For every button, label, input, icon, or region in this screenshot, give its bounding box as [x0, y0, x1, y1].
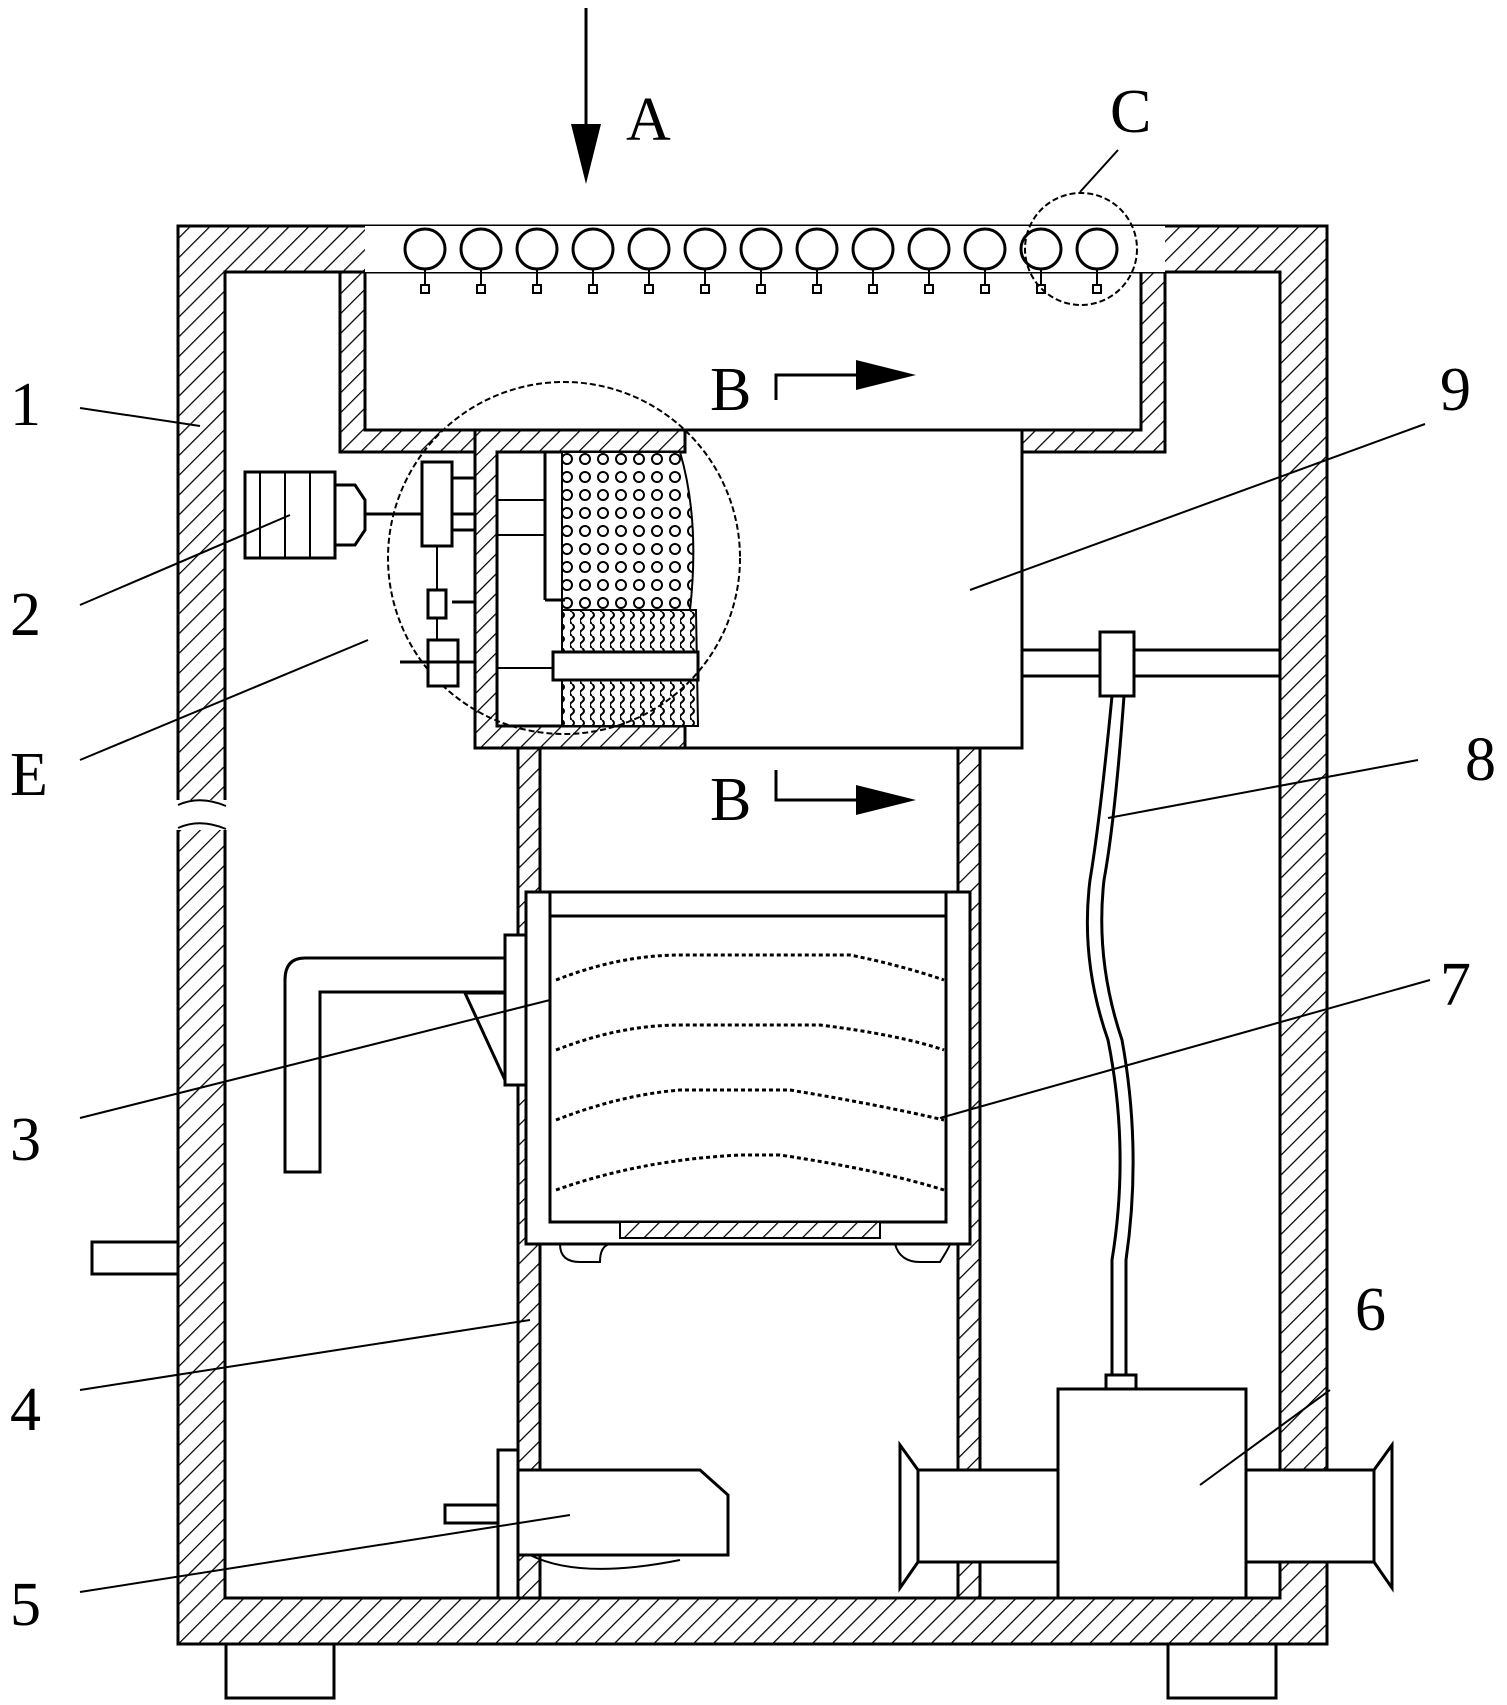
nozzle-tip	[756, 284, 766, 294]
spray-nozzle	[739, 227, 783, 271]
callout-2: 2	[10, 581, 41, 649]
section-b-bottom: B	[710, 766, 916, 834]
filter-box	[473, 428, 1024, 750]
nozzle-tip	[476, 284, 486, 294]
foot-left	[224, 1642, 336, 1700]
spray-nozzle	[1075, 227, 1119, 271]
section-b-top: B	[710, 356, 916, 424]
nozzle-tip	[700, 284, 710, 294]
nozzle-tip	[644, 284, 654, 294]
nozzle-tip	[532, 284, 542, 294]
callout-8: 8	[1465, 726, 1496, 794]
svg-text:B: B	[710, 356, 751, 424]
callout-3: 3	[10, 1106, 41, 1174]
detail-c-circle	[1024, 192, 1138, 306]
label-c: C	[1110, 78, 1151, 146]
callout-4: 4	[10, 1376, 41, 1444]
spray-nozzle	[403, 227, 447, 271]
spray-nozzle	[571, 227, 615, 271]
callout-7: 7	[1440, 951, 1471, 1019]
spray-nozzle	[515, 227, 559, 271]
label-a: A	[626, 86, 671, 154]
spray-nozzle	[683, 227, 727, 271]
filter-tray-stack	[524, 890, 972, 1263]
callout-e: E	[10, 741, 48, 809]
fan-unit	[898, 1387, 1394, 1600]
foot-right	[1166, 1642, 1278, 1700]
spray-nozzle	[851, 227, 895, 271]
hose	[1085, 695, 1138, 1391]
leader-lines	[79, 407, 1431, 1593]
spray-nozzle-row	[403, 227, 1119, 294]
spray-nozzle	[459, 227, 503, 271]
callout-1: 1	[10, 371, 41, 439]
nozzle-tip	[924, 284, 934, 294]
callout-6: 6	[1355, 1276, 1386, 1344]
inlet-pipe	[90, 1240, 180, 1276]
nozzle-tip	[868, 284, 878, 294]
drain-pump	[443, 1448, 730, 1600]
callout-9: 9	[1440, 356, 1471, 424]
nozzle-tip	[1092, 284, 1102, 294]
support-rod	[1020, 630, 1282, 698]
spray-arm	[283, 933, 528, 1174]
callout-5: 5	[10, 1571, 41, 1639]
spray-nozzle	[627, 227, 671, 271]
spray-nozzle	[963, 227, 1007, 271]
nozzle-tip	[812, 284, 822, 294]
spray-nozzle	[907, 227, 951, 271]
nozzle-tip	[588, 284, 598, 294]
nozzle-tip	[980, 284, 990, 294]
spray-nozzle	[795, 227, 839, 271]
nozzle-tip	[420, 284, 430, 294]
svg-text:B: B	[710, 766, 751, 834]
gear-chain	[400, 460, 475, 688]
detail-e-circle	[387, 381, 741, 735]
